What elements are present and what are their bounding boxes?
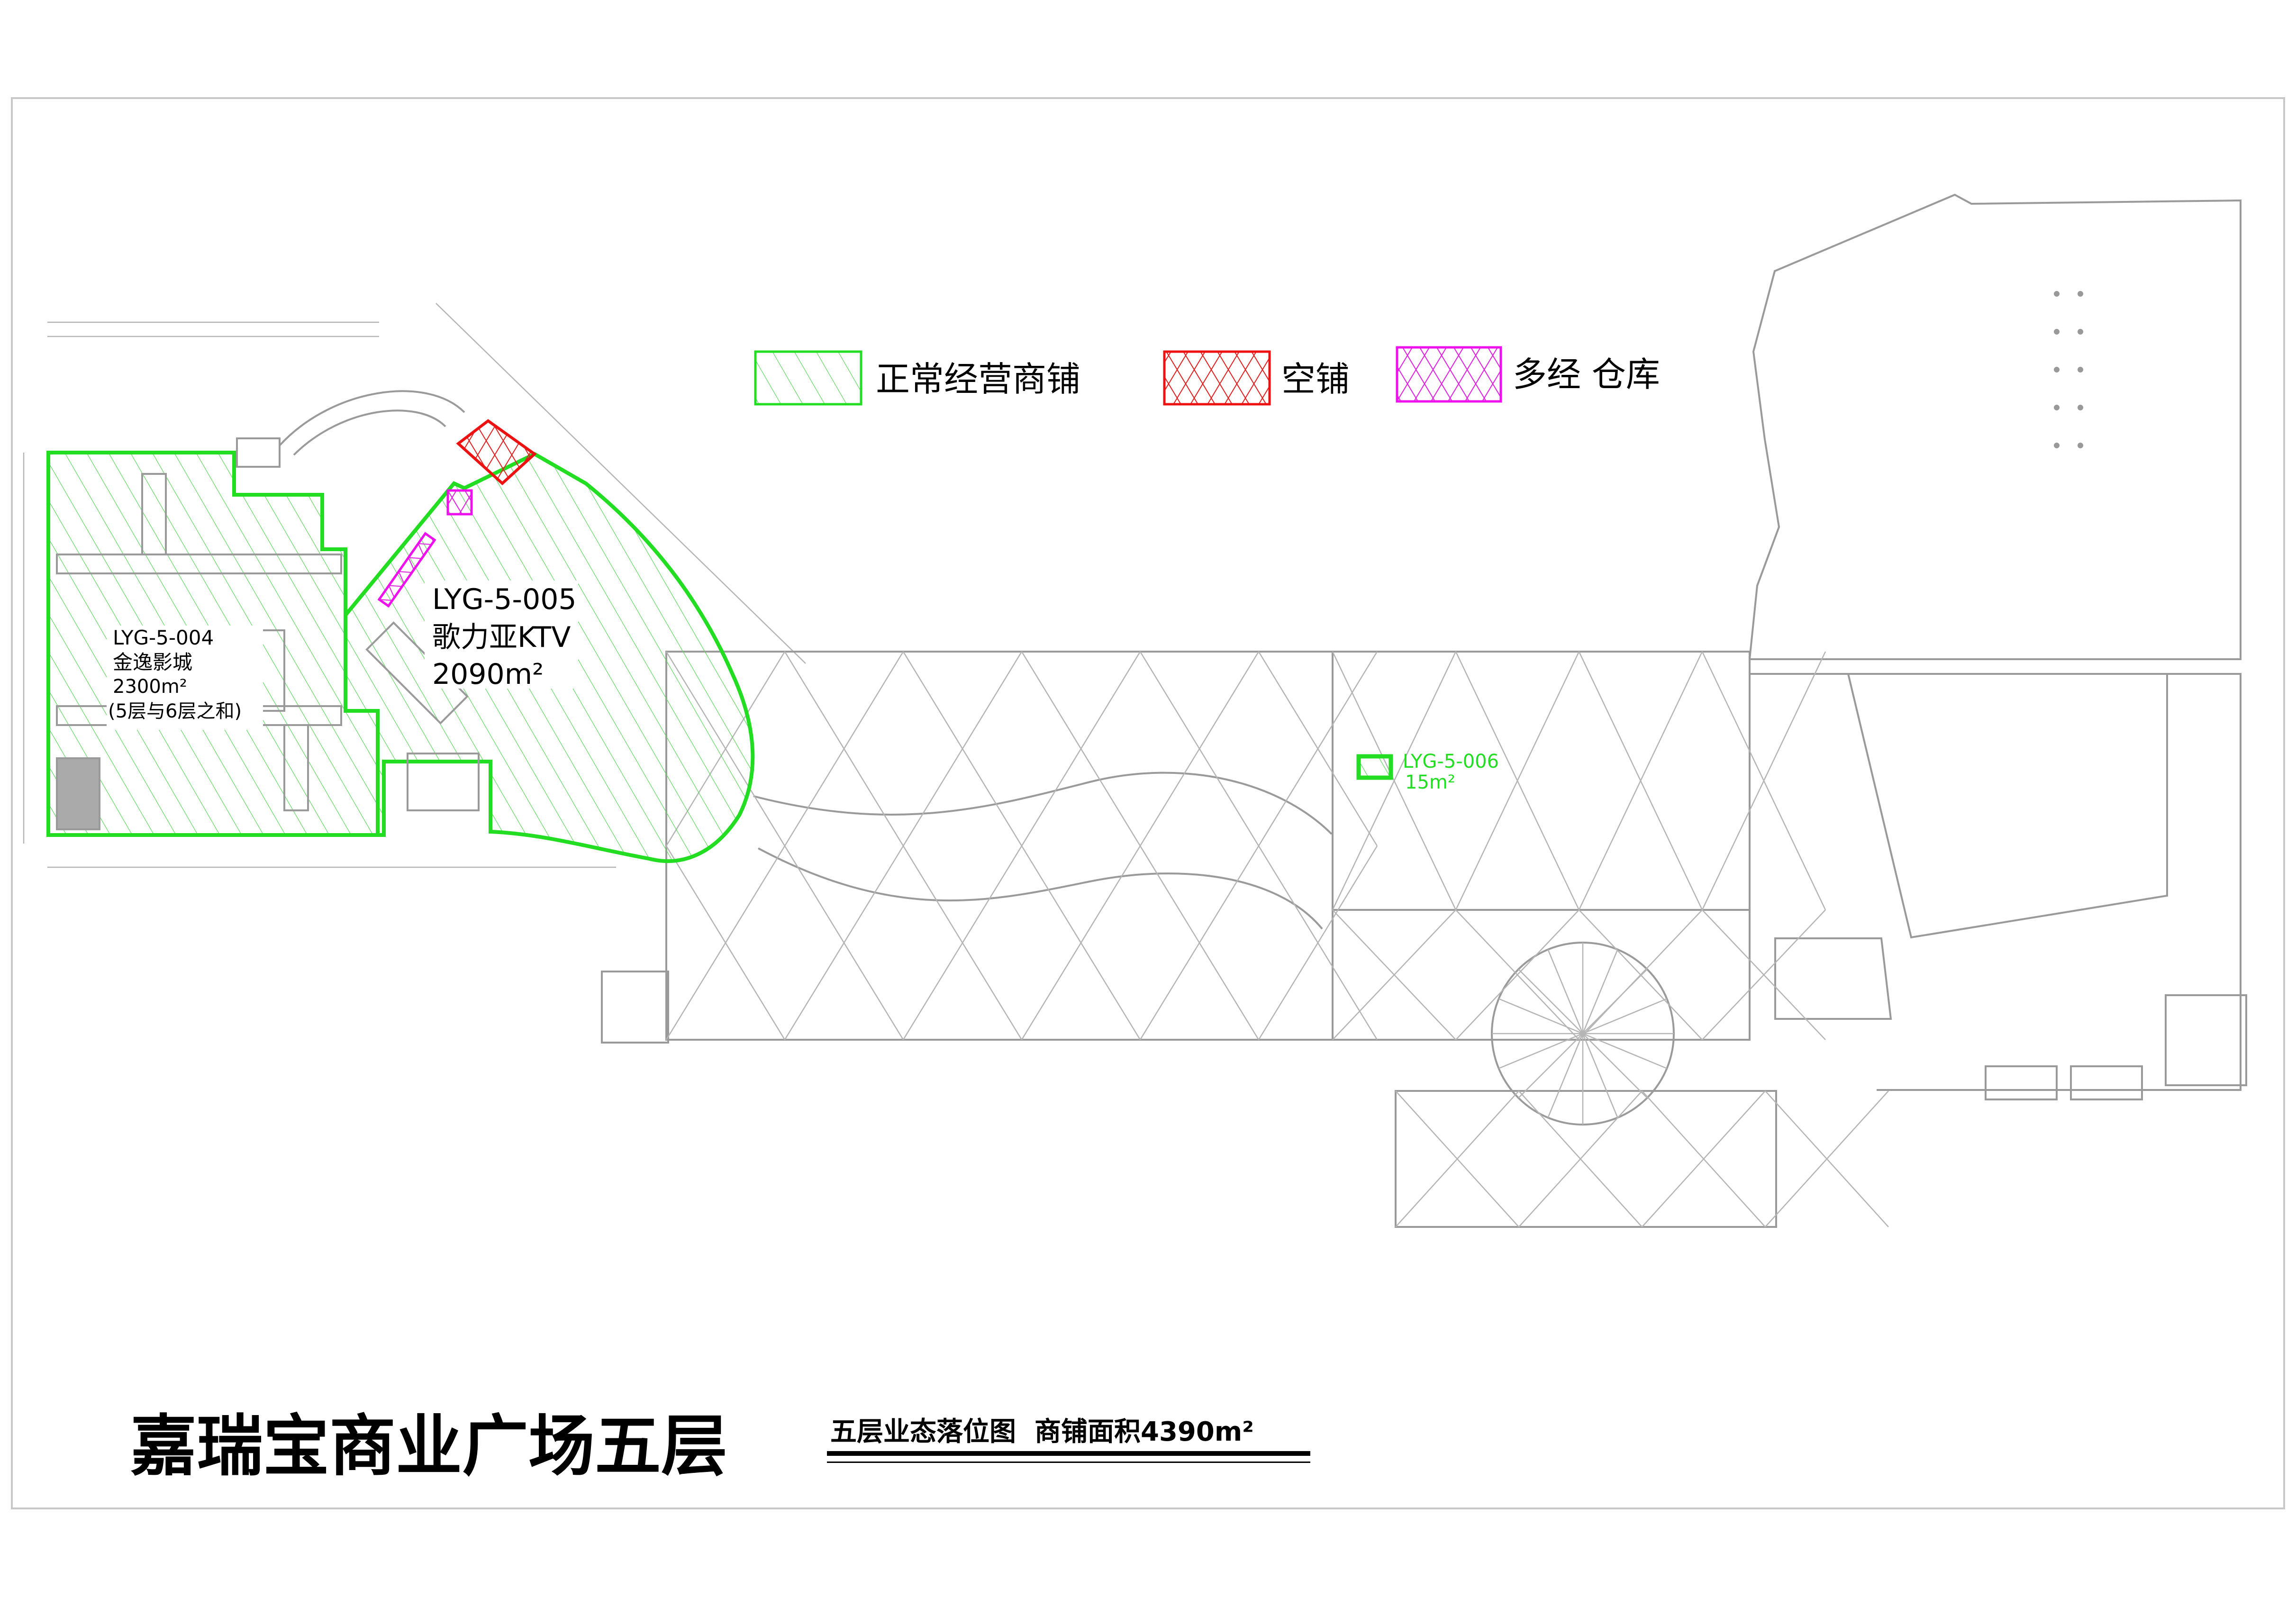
bay-diagonal — [1021, 845, 1141, 1040]
bay-diagonal — [1642, 1090, 1766, 1227]
cinema-unit-name: 金逸影城 — [113, 651, 192, 674]
bay-diagonal — [1258, 651, 1378, 846]
bay-diagonal — [1701, 651, 1826, 910]
bay-diagonal — [902, 845, 1023, 1040]
subtitle-underline-thin — [827, 1462, 1310, 1463]
small-unit-code: LYG-5-006 — [1403, 751, 1499, 772]
bay-grid — [665, 651, 1889, 1227]
ktv-unit-area: 2090m² — [432, 658, 544, 691]
dome-spoke — [1498, 1033, 1583, 1069]
cinema-label-background — [107, 626, 263, 730]
unit-lyg-5-006-area[interactable] — [1356, 754, 1393, 780]
dome-spoke — [1582, 1033, 1667, 1069]
drawing-frame — [11, 97, 2285, 1509]
bay-diagonal — [1395, 1090, 1519, 1227]
bay-diagonal — [665, 845, 786, 1040]
ktv-label-background — [425, 581, 578, 689]
dome-spoke — [1547, 949, 1584, 1034]
bay-diagonal — [1579, 909, 1703, 1040]
cinema-unit-note: (5层与6层之和) — [108, 700, 242, 722]
legend-label-normal: 正常经营商铺 — [876, 359, 1080, 399]
legend-swatch-storage — [1396, 346, 1502, 403]
bay-diagonal — [1332, 909, 1456, 1040]
small-unit-area: 15m² — [1405, 772, 1455, 793]
bay-diagonal — [1765, 1090, 1889, 1227]
legend-swatch-normal — [754, 350, 862, 406]
dome-spoke — [1582, 969, 1648, 1034]
dome-spoke — [1518, 1033, 1583, 1099]
dome-spoke — [1547, 1033, 1584, 1118]
legend-swatch-vacant — [1163, 350, 1271, 406]
legend: 正常经营商铺 空铺 多经 仓库 — [754, 346, 1660, 406]
bay-diagonal — [1455, 909, 1579, 1040]
drawing-subtitle: 五层业态落位图 商铺面积4390m² — [830, 1416, 1254, 1447]
legend-label-vacant: 空铺 — [1281, 359, 1350, 399]
dome-spoke — [1582, 1033, 1618, 1118]
bay-diagonal — [1578, 651, 1703, 910]
bay-diagonal — [1332, 651, 1457, 910]
dome-spoke — [1582, 949, 1618, 1034]
bay-diagonal — [1455, 651, 1580, 910]
column-dots — [2054, 291, 2083, 448]
vacant-shop[interactable] — [456, 419, 537, 486]
dome-spoke — [1582, 1033, 1648, 1099]
dome-spoke — [1498, 998, 1583, 1035]
dome-spokes — [1492, 943, 1674, 1125]
entrance-arc — [236, 390, 465, 468]
east-building-outline — [1748, 193, 2247, 1100]
bay-diagonal — [1518, 1090, 1643, 1227]
dome-spoke — [1582, 998, 1667, 1035]
mall-atrium-block — [601, 651, 1777, 1228]
bay-diagonal — [1702, 909, 1826, 1040]
bay-diagonal — [1021, 651, 1141, 846]
dimension-lines — [23, 303, 806, 868]
bay-diagonal — [1258, 845, 1378, 1040]
ktv-unit-name: 歌力亚KTV — [432, 621, 571, 654]
storage-unit-strip[interactable] — [377, 532, 436, 608]
bay-diagonal — [902, 651, 1023, 846]
storage-unit[interactable] — [446, 489, 473, 516]
page-title: 嘉瑞宝商业广场五层 — [130, 1408, 727, 1485]
legend-label-storage: 多经 仓库 — [1513, 354, 1660, 394]
cinema-interior-walls — [56, 473, 342, 830]
bay-diagonal — [784, 845, 904, 1040]
subtitle-underline-thick — [827, 1451, 1310, 1456]
bay-diagonal — [1139, 845, 1260, 1040]
ktv-unit-code: LYG-5-005 — [432, 583, 577, 616]
bay-diagonal — [1139, 651, 1260, 846]
dome-spoke — [1518, 969, 1583, 1034]
bay-diagonal — [784, 651, 904, 846]
cinema-unit-code: LYG-5-004 — [113, 626, 214, 649]
cinema-unit-area: 2300m² — [113, 676, 187, 698]
